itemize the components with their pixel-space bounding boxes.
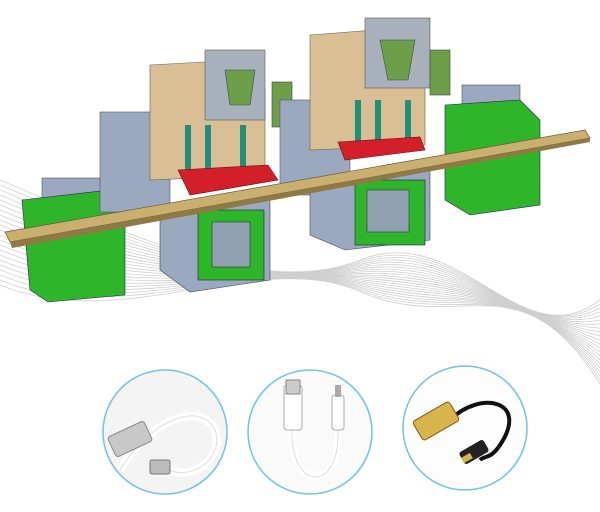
conveyor-rail (4, 129, 591, 248)
usb-lightning-cable-photo (247, 369, 373, 495)
press-machine-left (99, 49, 293, 293)
usb-type-c-cable-photo (402, 365, 528, 491)
wave-line (0, 278, 600, 385)
press-machine-right (279, 17, 451, 251)
usb-micro-cable-photo (102, 369, 228, 495)
